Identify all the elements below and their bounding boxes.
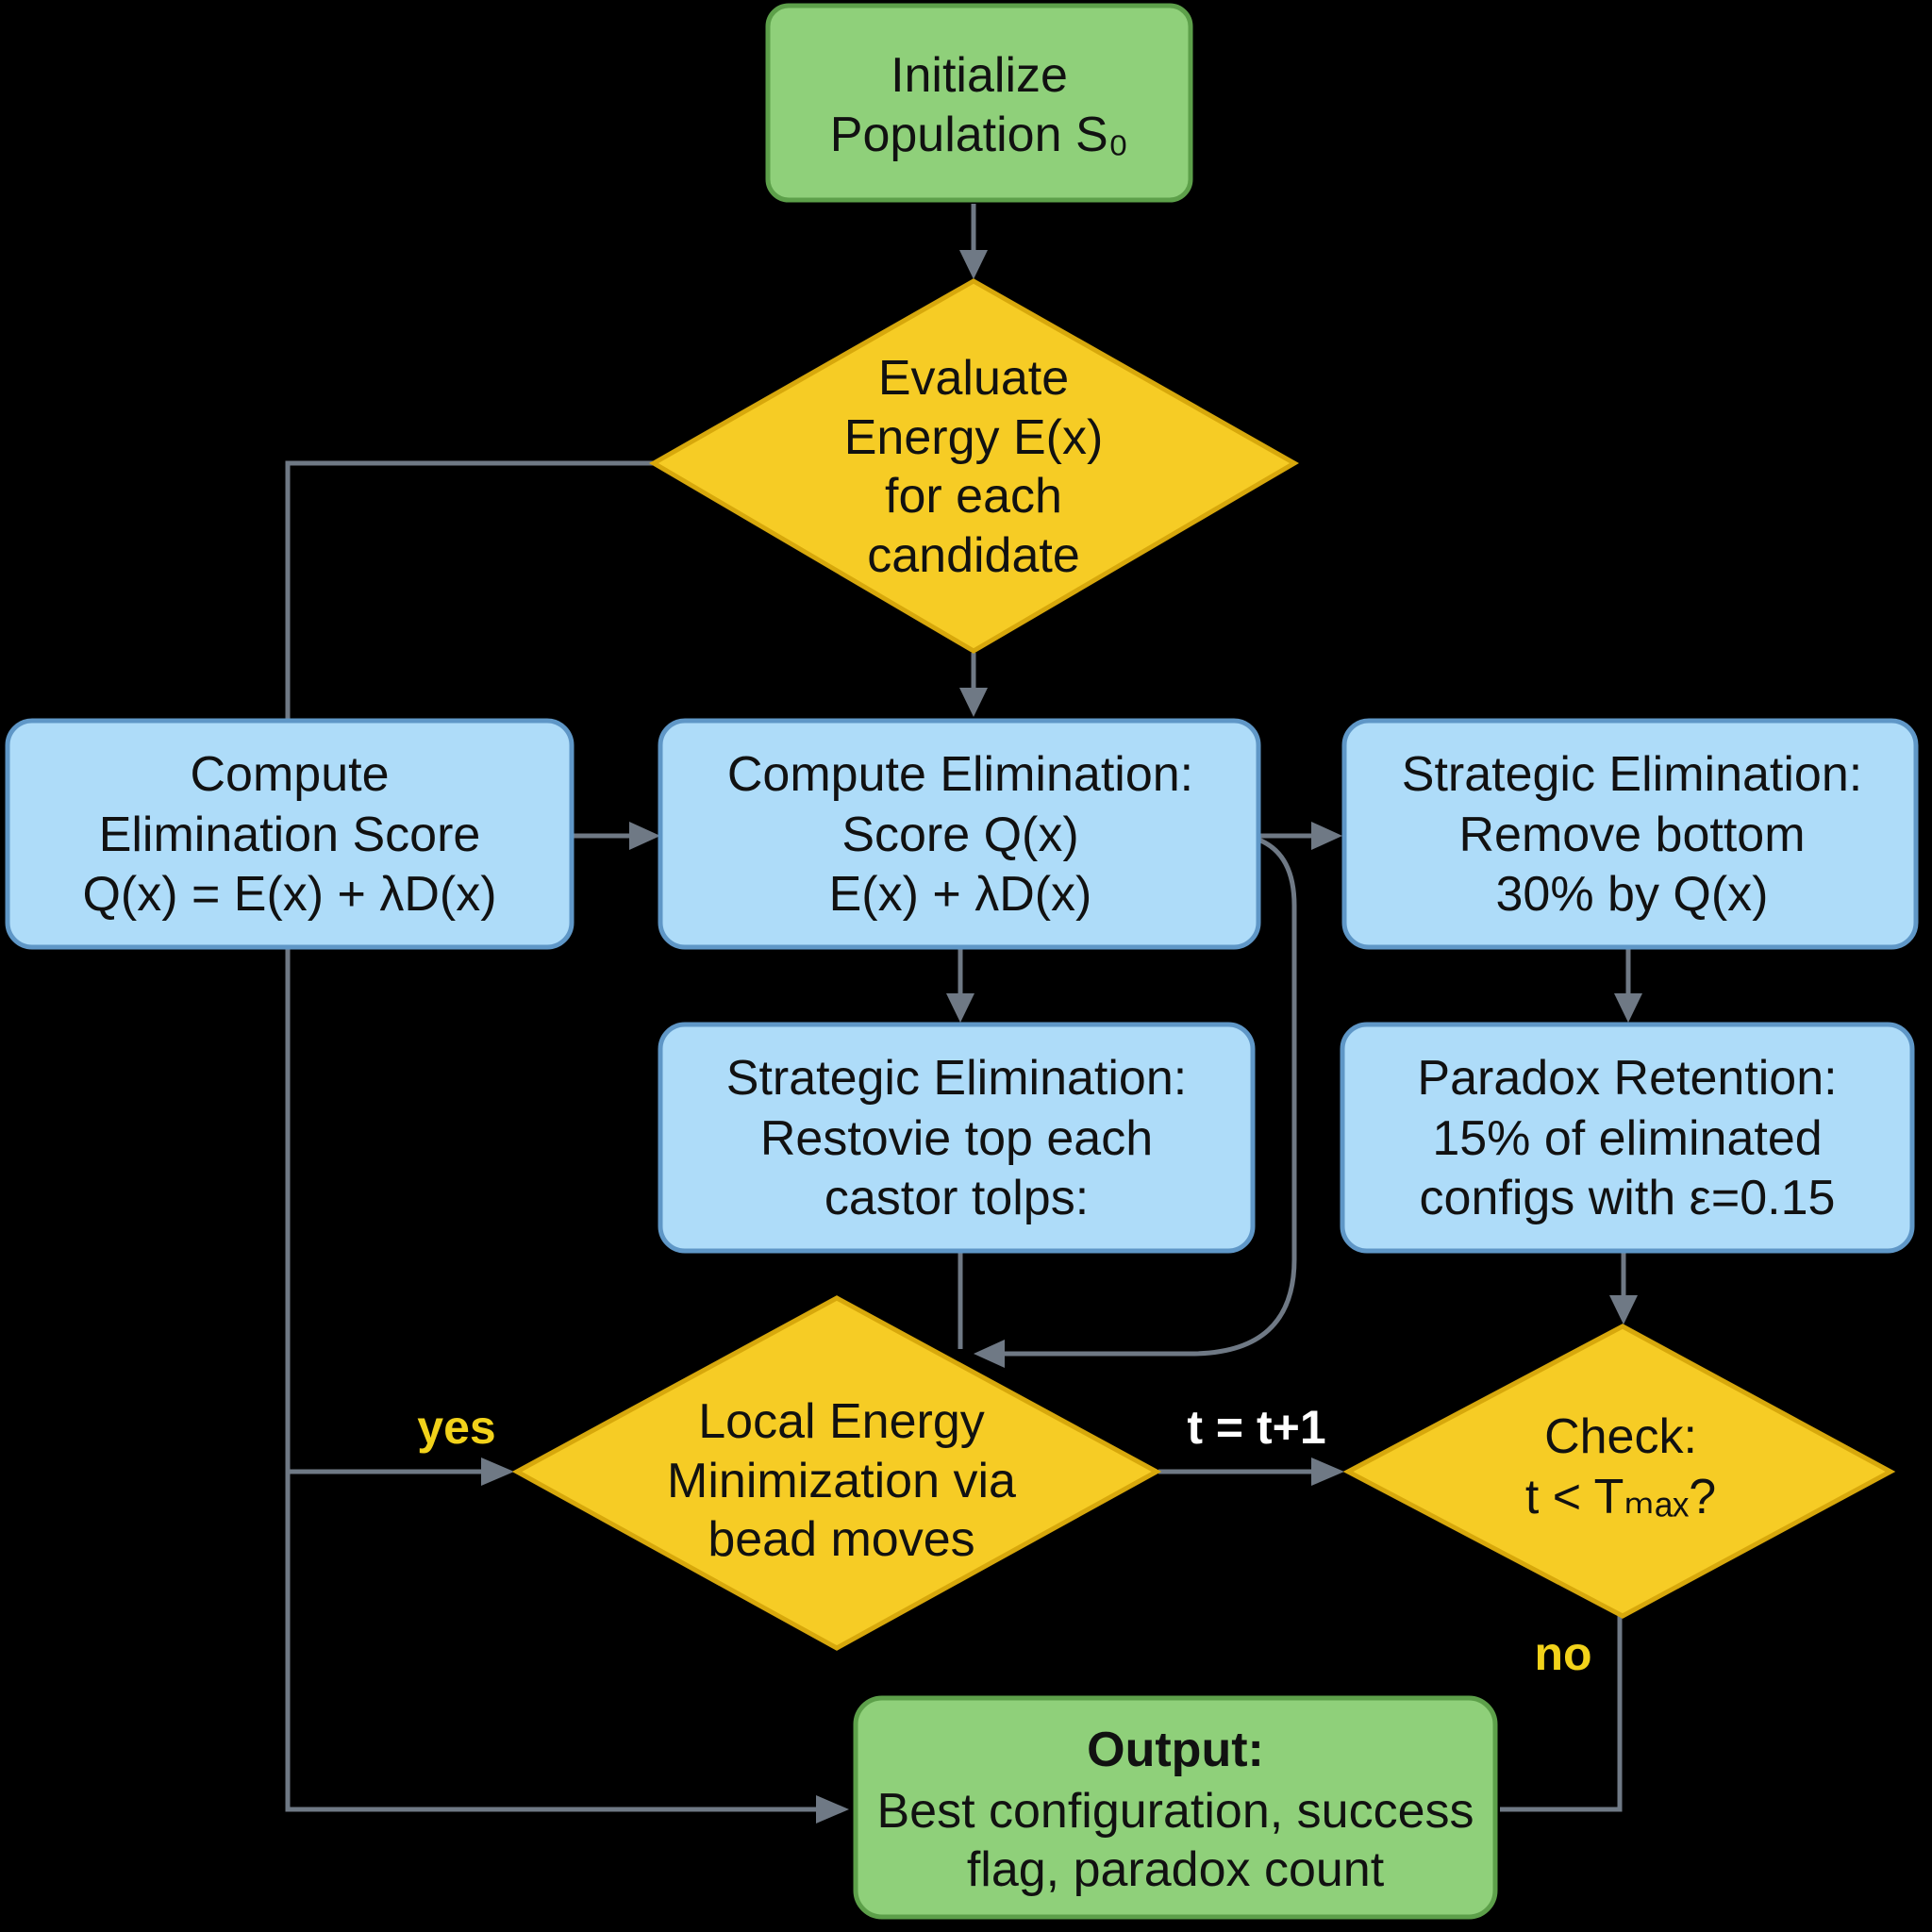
paradox-line-2: 15% of eliminated: [1432, 1111, 1822, 1166]
init-box: [765, 3, 1193, 203]
edge-evaluate-to-score-left: [285, 460, 654, 719]
score-left-line-3: Q(x) = E(x) + λD(x): [82, 867, 496, 922]
arrowhead: [629, 822, 660, 850]
increment-label: t = t+1: [1187, 1401, 1325, 1454]
score-left-line-2: Elimination Score: [99, 808, 481, 862]
score-center-line-1: Compute Elimination:: [727, 747, 1193, 802]
edge-check-to-output: [1500, 1616, 1623, 1812]
score-center-line-2: Score Q(x): [841, 808, 1078, 862]
node-evaluate: Evaluate Energy E(x) for each candidate: [649, 278, 1300, 654]
strategic-right-line-3: 30% by Q(x): [1496, 867, 1769, 922]
arrowhead: [1609, 1295, 1638, 1324]
strategic-right-line-1: Strategic Elimination:: [1402, 747, 1862, 802]
node-strategic-center: Strategic Elimination: Restovie top each…: [658, 1022, 1256, 1254]
local-diamond: [511, 1295, 1162, 1651]
node-output: Output: Best configuration, success flag…: [853, 1695, 1498, 1920]
output-box: [853, 1695, 1498, 1920]
node-check: Check: t < Tₘₐₓ?: [1342, 1324, 1896, 1619]
edge-score-left-trunk: [285, 949, 821, 1812]
output-title: Output:: [1087, 1723, 1264, 1777]
check-diamond: [1342, 1324, 1896, 1619]
arrowhead: [816, 1795, 849, 1824]
output-line-2: Best configuration, success: [877, 1784, 1474, 1839]
no-label: no: [1534, 1627, 1591, 1680]
arrowhead: [1614, 993, 1642, 1023]
strategic-center-line-1: Strategic Elimination:: [726, 1051, 1187, 1106]
arrowhead: [974, 1340, 1005, 1368]
paradox-box: [1340, 1022, 1915, 1254]
evaluate-line-1: Evaluate: [878, 351, 1069, 406]
node-paradox: Paradox Retention: 15% of eliminated con…: [1340, 1022, 1915, 1254]
node-score-center: Compute Elimination: Score Q(x) E(x) + λ…: [658, 718, 1261, 950]
check-line-2: t < Tₘₐₓ?: [1525, 1470, 1716, 1524]
paradox-line-3: configs with ε=0.15: [1420, 1171, 1836, 1225]
connectors: [285, 204, 1642, 1824]
strategic-center-line-3: castor tolps:: [824, 1171, 1089, 1225]
arrowhead: [1311, 822, 1342, 850]
node-score-left: Compute Elimination Score Q(x) = E(x) + …: [5, 718, 575, 950]
local-line-1: Local Energy: [698, 1394, 985, 1449]
evaluate-diamond: [649, 278, 1300, 654]
init-line-2: Population S₀: [830, 108, 1128, 162]
evaluate-line-4: candidate: [867, 528, 1080, 583]
check-line-1: Check:: [1544, 1409, 1697, 1464]
output-line-3: flag, paradox count: [967, 1842, 1385, 1897]
arrowhead: [959, 688, 988, 717]
arrowhead: [481, 1457, 514, 1486]
score-left-line-1: Compute: [191, 747, 390, 802]
strategic-center-box: [658, 1022, 1256, 1254]
node-local: Local Energy Minimization via bead moves: [511, 1295, 1162, 1651]
score-center-box: [658, 718, 1261, 950]
arrowhead: [1311, 1457, 1344, 1486]
paradox-line-1: Paradox Retention:: [1417, 1051, 1837, 1106]
init-line-1: Initialize: [891, 48, 1068, 103]
evaluate-line-3: for each: [885, 469, 1062, 524]
strategic-right-line-2: Remove bottom: [1458, 808, 1805, 862]
arrowhead: [959, 250, 988, 279]
strategic-center-line-2: Restovie top each: [760, 1111, 1153, 1166]
local-line-3: bead moves: [708, 1512, 974, 1567]
edge-score-center-to-local: [1000, 837, 1297, 1357]
score-left-box: [5, 718, 575, 950]
arrowhead: [946, 993, 974, 1023]
node-init: Initialize Population S₀: [765, 3, 1193, 203]
local-line-2: Minimization via: [667, 1454, 1016, 1508]
score-center-line-3: E(x) + λD(x): [829, 867, 1092, 922]
yes-label: yes: [417, 1401, 495, 1454]
strategic-right-box: [1341, 718, 1919, 950]
evaluate-line-2: Energy E(x): [844, 410, 1104, 465]
node-strategic-right: Strategic Elimination: Remove bottom 30%…: [1341, 718, 1919, 950]
